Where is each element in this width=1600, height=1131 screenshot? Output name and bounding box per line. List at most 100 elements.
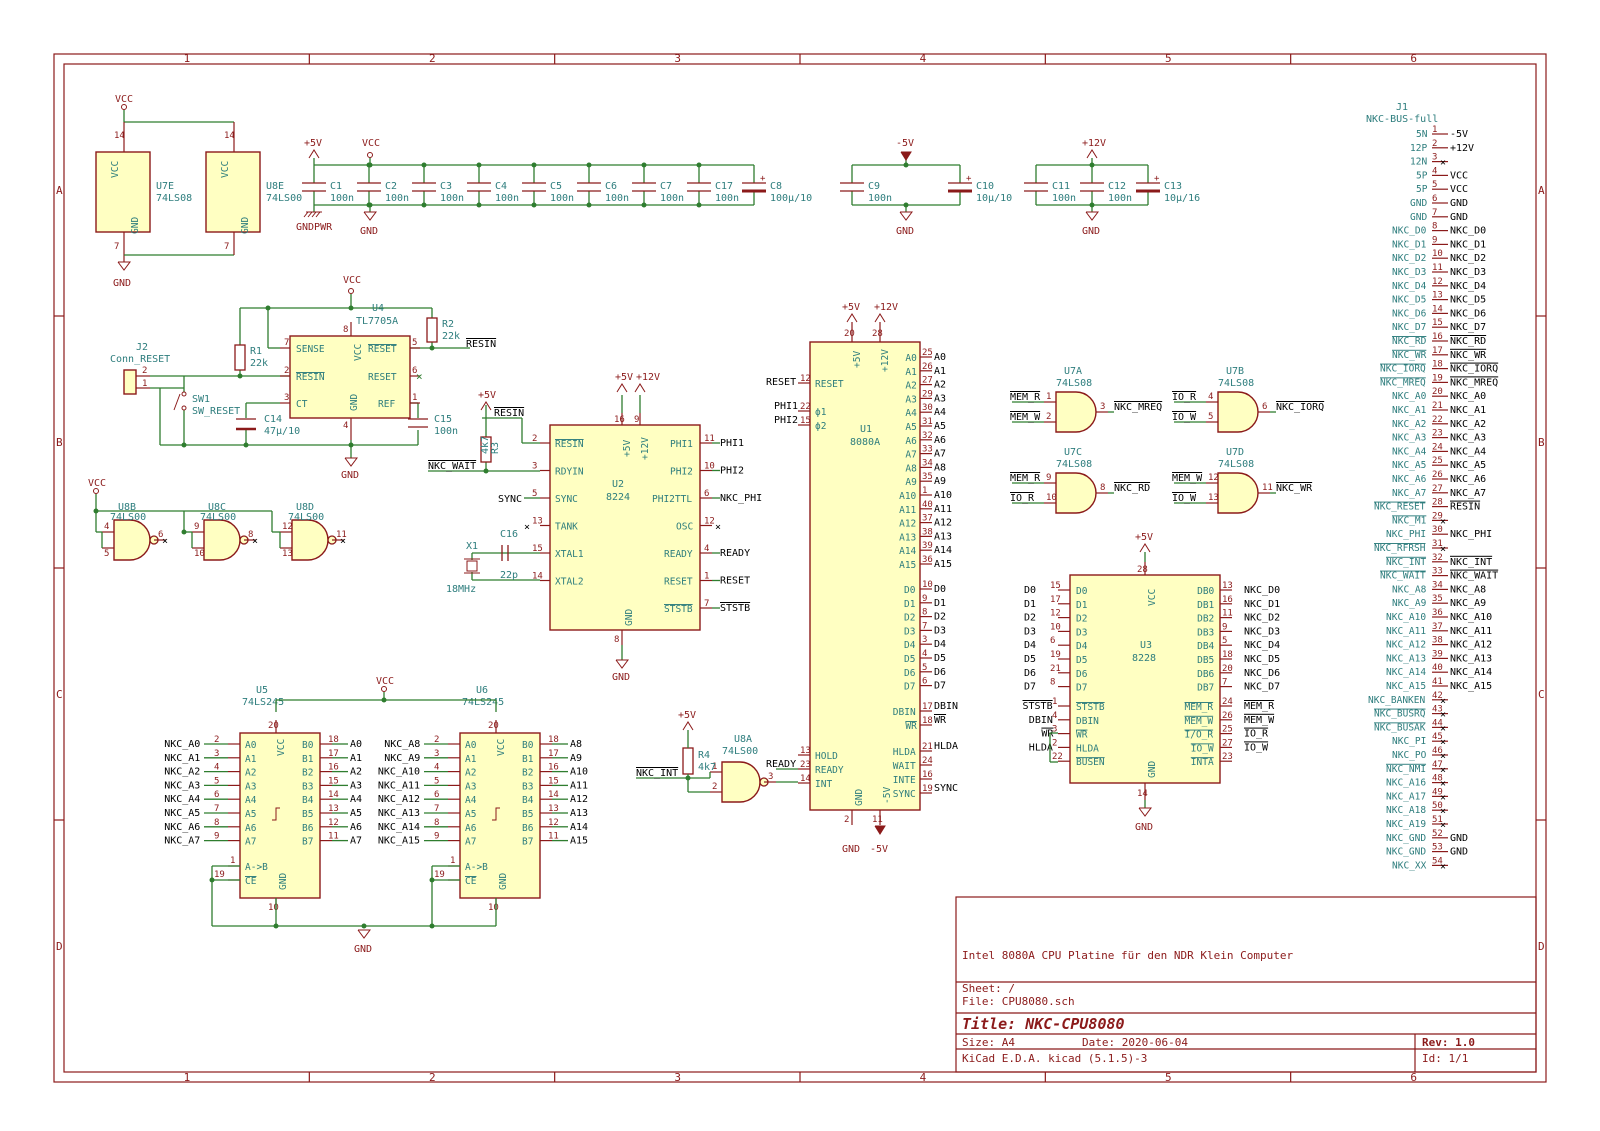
pin-number: 14 (328, 790, 339, 800)
j1-net: NKC_IORQ (1450, 364, 1498, 375)
no-connect-marker: × (1440, 779, 1446, 790)
u3-bus-controller-8228[interactable]: D015D0D117D1D212D2D310D3D46D4D519D5D621D… (1023, 532, 1281, 833)
u1-net-d3: D3 (934, 625, 946, 636)
r1-resistor[interactable]: R1 22k (234, 344, 268, 371)
j1-net: NKC_WR (1450, 350, 1487, 361)
u8a-ref: U8A (734, 734, 752, 745)
u8e-ref: U8E (266, 181, 284, 192)
c14-capacitor[interactable]: C14 47µ/10 (236, 414, 300, 437)
vcc-symbol (367, 152, 373, 158)
u3-pin-r2: IO_W (1191, 743, 1214, 754)
bufpin: A6 (245, 823, 257, 834)
pin-number: 53 (1432, 843, 1443, 853)
pin-number: 36 (1432, 608, 1443, 618)
pin-number: 33 (922, 445, 933, 455)
u2-clock-generator[interactable]: RESIN2RDYIN3SYNC5TANK13XTAL115XTAL214×PH… (524, 413, 762, 645)
j1-net: +12V (1450, 143, 1474, 154)
net-label: NKC_A4 (164, 794, 200, 805)
pin-number: 20 (268, 721, 279, 731)
u7a-ref: U7A (1064, 366, 1082, 377)
no-connect-marker: × (1440, 516, 1446, 527)
pin-number: 21 (1432, 401, 1443, 411)
u1-cpu-8080a[interactable]: RESET12ϕ122ϕ215HOLD13READY23INT14RESETPH… (766, 302, 958, 855)
j1-net: NKC_A7 (1450, 488, 1486, 499)
u1-pin-3: HOLD (815, 751, 838, 762)
u1-pin-a11: A11 (899, 505, 916, 516)
pin-number: 18 (548, 735, 559, 745)
u3-pin-r2: MEM_R (1185, 702, 1214, 713)
u1-pin-d7: D7 (904, 682, 915, 693)
pin-number: 4 (104, 522, 109, 532)
c15-capacitor[interactable]: C15 100n (408, 414, 458, 437)
junction-dot (586, 202, 592, 208)
svg-text:GND: GND (612, 672, 630, 683)
pin-number: 24 (1432, 442, 1443, 452)
schmitt-symbol (272, 807, 280, 821)
u1-pin-a5: A5 (905, 422, 916, 433)
pin-number: 10 (194, 549, 205, 559)
r2-resistor[interactable]: R2 22k RESIN (426, 317, 496, 350)
j1-net: NKC_A9 (1450, 598, 1486, 609)
cap-value: 10µ/10 (976, 193, 1012, 204)
u3-pin-ststb: STSTB (1076, 702, 1105, 713)
sw1-reset-switch[interactable]: SW1 SW_RESET (173, 391, 240, 417)
u1-pin-wait: WAIT (893, 761, 916, 772)
frame-row-label-right: C (1538, 688, 1545, 701)
u8e-vcc-label: VCC (220, 161, 231, 178)
net-label: NKC_MREQ (1114, 402, 1162, 413)
r4-resistor[interactable] (682, 747, 694, 775)
pin-number: 13 (282, 549, 293, 559)
pin-number: 8 (214, 818, 219, 828)
u2-pin-ready: READY (664, 549, 693, 560)
c16-ref: C16 (500, 529, 518, 540)
gnd-symbol (1085, 211, 1099, 221)
j2-connector[interactable]: 2 1 J2 Conn_RESET (110, 342, 170, 395)
bufpin: B3 (302, 781, 313, 792)
u1-net-d0: D0 (934, 584, 946, 595)
u7e-power-unit[interactable]: 14 7 VCC GND U7E 74LS08 (95, 110, 234, 262)
power-label: +12V (1082, 138, 1106, 149)
pin-number: 52 (1432, 829, 1443, 839)
u1-pin-d5: D5 (904, 654, 915, 665)
pin-number: 1 (1052, 697, 1057, 707)
gate-body (1055, 391, 1097, 433)
pin-number: 9 (922, 594, 927, 604)
u3-pin-gnd: GND (1147, 761, 1158, 778)
schmitt-symbol (492, 807, 500, 821)
j1-pin-name: NKC_D1 (1392, 239, 1427, 250)
title-date: Date: 2020-06-04 (1082, 1036, 1188, 1049)
svg-text:RESET: RESET (368, 344, 397, 355)
pin-number: 11 (548, 832, 559, 842)
net-label: NKC_IORQ (1276, 402, 1324, 413)
j1-ref: J1 (1396, 102, 1408, 113)
j1-net: NKC_A6 (1450, 474, 1486, 485)
u4-supervisor[interactable]: SENSE RESIN CT RESET RESET REF VCC GND 7… (280, 303, 423, 440)
u8e-power-unit[interactable]: 14 7 VCC GND U8E 74LS00 (205, 122, 302, 255)
u7a-value: 74LS08 (1056, 378, 1092, 389)
